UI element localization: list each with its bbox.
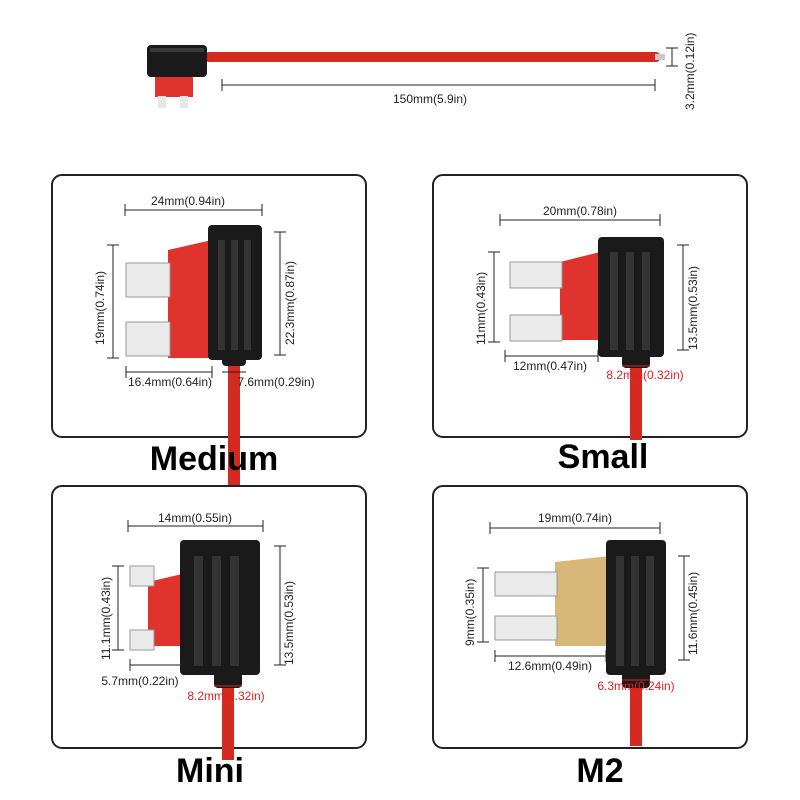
body-thickness-label: 6.3mm(0.24in) (597, 679, 674, 693)
blade-length-label: 5.7mm(0.22in) (101, 674, 178, 688)
fuse-blade-bottom (509, 314, 563, 342)
panel-title-small: Small (558, 438, 649, 476)
width-label: 20mm(0.78in) (543, 204, 617, 218)
fuse-blade-bottom (125, 321, 171, 357)
panel-mini: 14mm(0.55in) 11.1mm(0.43in) 13.5mm(0.53i… (51, 485, 367, 760)
cable-overview: 150mm(5.9in) 3.2mm(0.12in) (147, 33, 697, 110)
length-label: 150mm(5.9in) (393, 92, 467, 106)
panel-title-mini: Mini (176, 752, 244, 790)
width-label: 24mm(0.94in) (151, 194, 225, 208)
body-thickness-label: 8.2mm(0.32in) (187, 689, 264, 703)
fuse-body (555, 556, 610, 646)
width-label: 14mm(0.55in) (158, 511, 232, 525)
fuse-blade-bottom (494, 615, 558, 641)
width-label: 19mm(0.74in) (538, 511, 612, 525)
wire-tip (655, 54, 665, 60)
left-height-label: 11.1mm(0.43in) (99, 577, 113, 660)
right-height-label: 13.5mm(0.53in) (686, 266, 700, 350)
blade-length-label: 12.6mm(0.49in) (508, 659, 592, 673)
panel-title-medium: Medium (150, 440, 278, 478)
left-height-label: 9mm(0.35in) (463, 579, 477, 646)
panel-small: 20mm(0.78in) 11mm(0.43in) 13.5mm(0.53in)… (432, 174, 748, 440)
fuse-blade-bottom (129, 629, 155, 651)
panel-title-m2: M2 (576, 752, 623, 790)
panel-medium: 24mm(0.94in) 19mm(0.74in) 22.3mm(0.87in)… (51, 174, 367, 490)
fuse-body (168, 240, 212, 358)
fuse-blade-top (509, 261, 563, 289)
diameter-label: 3.2mm(0.12in) (683, 33, 697, 110)
fuse-blade-top (129, 565, 155, 587)
body-thickness-label: 7.6mm(0.29in) (237, 375, 314, 389)
fuse-blade-top (125, 262, 171, 298)
blade-length-label: 12mm(0.47in) (513, 359, 587, 373)
fuse-small-top (155, 77, 193, 97)
blade-length-label: 16.4mm(0.64in) (128, 375, 212, 389)
body-thickness-label: 8.2mm(0.32in) (606, 368, 683, 382)
fuse-blade-top (494, 571, 558, 597)
holder-block (147, 45, 207, 77)
red-wire (205, 52, 660, 62)
left-height-label: 11mm(0.43in) (474, 272, 488, 345)
fuse-body (560, 252, 600, 340)
left-height-label: 19mm(0.74in) (93, 271, 107, 345)
right-height-label: 11.6mm(0.45in) (686, 572, 700, 655)
panel-m2: 19mm(0.74in) 9mm(0.35in) 11.6mm(0.45in) … (432, 485, 748, 749)
right-height-label: 13.5mm(0.53in) (282, 581, 296, 665)
fuse-body (148, 574, 182, 646)
right-height-label: 22.3mm(0.87in) (283, 261, 297, 345)
